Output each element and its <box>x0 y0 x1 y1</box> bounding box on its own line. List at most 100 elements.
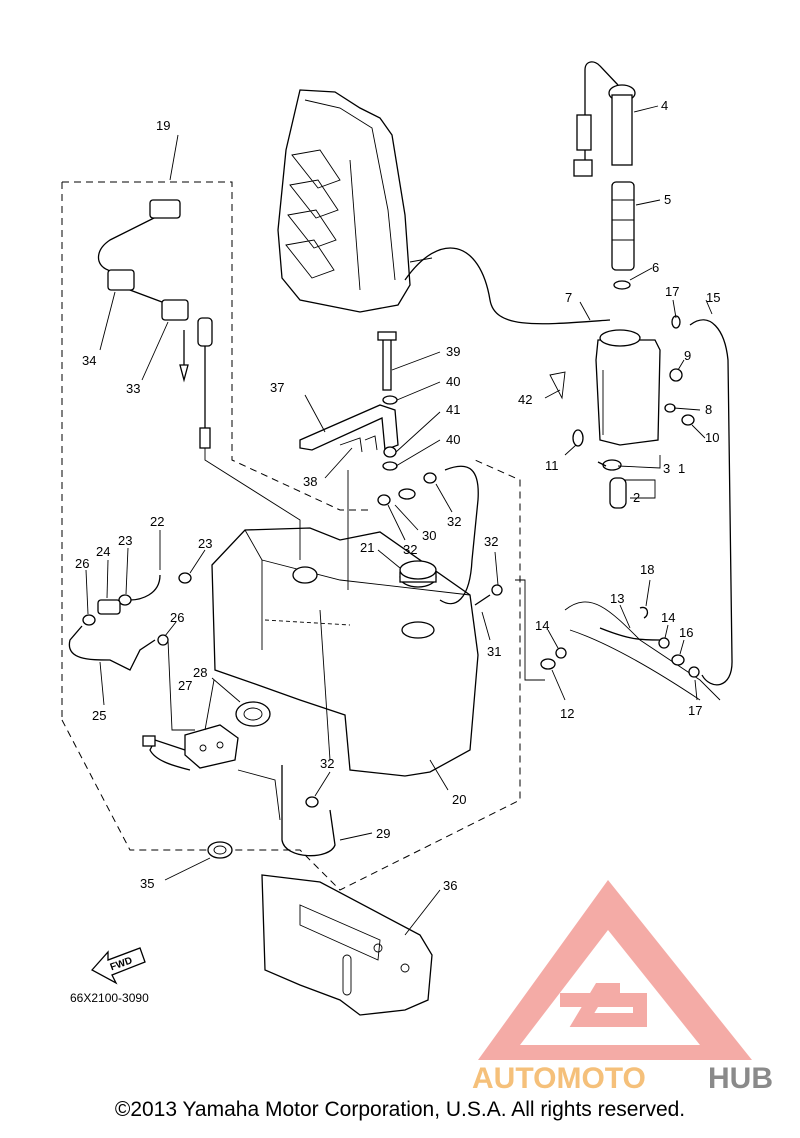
leader-5 <box>635 199 661 206</box>
joint-16 <box>671 654 685 666</box>
bolt-39-head <box>377 331 397 341</box>
clamp-23b <box>178 572 192 584</box>
oil-pump-lead <box>149 739 191 771</box>
bracket-assembly <box>299 331 399 590</box>
leader-23a <box>125 547 129 595</box>
leader-13 <box>619 604 631 629</box>
washer-40b <box>382 461 398 471</box>
callout-32c: 32 <box>484 534 498 549</box>
clip-9 <box>669 368 683 382</box>
leader-lines <box>85 105 713 936</box>
oil-pump-27 <box>184 724 239 769</box>
bracket-36-hole-2 <box>400 963 410 973</box>
leader-25 <box>99 661 105 706</box>
sub-tank-filler-neck <box>599 329 641 347</box>
joint-24 <box>97 599 121 615</box>
assembly-outlines <box>61 181 521 891</box>
callout-8: 8 <box>705 402 712 417</box>
oil-pump-group <box>142 701 281 821</box>
oil-tank-cap-top <box>399 560 437 580</box>
clamp-14b <box>658 637 670 649</box>
clamp-17b <box>688 666 700 678</box>
callout-1: 1 <box>678 461 685 476</box>
clamp-32d <box>305 796 319 808</box>
leader-12-route <box>515 579 545 681</box>
oil-tank-filler-neck <box>401 621 435 639</box>
callout-24: 24 <box>96 544 110 559</box>
bracket-36-slot <box>342 954 352 996</box>
callout-23a: 23 <box>118 533 132 548</box>
bracket-37 <box>299 404 399 451</box>
leader-12 <box>551 669 566 701</box>
leader-30 <box>394 504 419 531</box>
level-switch-bottom <box>199 427 211 449</box>
fwd-arrow-icon <box>90 947 146 985</box>
clamp-35 <box>207 841 233 859</box>
callout-17a: 17 <box>665 284 679 299</box>
leader-19 <box>169 134 179 181</box>
sensor-float <box>179 364 189 383</box>
bolt-39 <box>382 337 392 391</box>
leader-39 <box>391 351 441 371</box>
leader-26a <box>85 569 89 615</box>
bolt-10 <box>681 414 695 426</box>
callout-27: 27 <box>178 678 192 693</box>
sub-tank-body <box>595 339 661 446</box>
grommet-2 <box>609 477 627 509</box>
dipstick-wire <box>584 61 619 175</box>
grommet-41 <box>383 446 397 458</box>
callout-39: 39 <box>446 344 460 359</box>
callout-6: 6 <box>652 260 659 275</box>
washer-40a <box>382 395 398 405</box>
gasket-42 <box>549 371 566 400</box>
leader-18 <box>645 579 651 607</box>
oil-pump-bolt-2 <box>216 741 224 749</box>
fwd-marker: FWD <box>90 947 146 985</box>
leader-42 <box>544 389 561 399</box>
callout-14b: 14 <box>661 610 675 625</box>
sub-oil-tank <box>549 315 695 509</box>
leader-29 <box>339 832 373 841</box>
engine-cover-edge <box>349 159 361 291</box>
fitting-11 <box>572 429 584 447</box>
hose-29 <box>281 765 336 857</box>
leader-32c <box>494 551 499 586</box>
oil-level-sensor-group <box>97 199 301 560</box>
callout-13: 13 <box>610 591 624 606</box>
callout-41: 41 <box>446 402 460 417</box>
callout-9: 9 <box>684 348 691 363</box>
callout-40a: 40 <box>446 374 460 389</box>
callout-37: 37 <box>270 380 284 395</box>
group-19-outline <box>62 181 370 511</box>
callout-32b: 32 <box>447 514 461 529</box>
leader-14b <box>664 624 669 639</box>
callout-labels: 4 5 6 7 17 15 9 8 10 42 11 3 1 2 19 34 3… <box>75 98 720 893</box>
callout-30: 30 <box>422 528 436 543</box>
leader-41 <box>395 411 441 453</box>
connector-33 <box>161 299 189 321</box>
callout-18: 18 <box>640 562 654 577</box>
leader-16 <box>679 639 685 655</box>
engine-cover-slot-3 <box>287 209 337 249</box>
leader-40a <box>396 381 441 401</box>
bracket-36-hole-1 <box>373 943 383 953</box>
washer-3 <box>602 459 622 471</box>
filler-cap-body <box>611 94 633 166</box>
filter-28-inner <box>243 707 263 721</box>
engine-cover-rib <box>304 99 396 281</box>
callout-22: 22 <box>150 514 164 529</box>
tank-bracket-36 <box>261 874 433 1016</box>
callout-21: 21 <box>360 540 374 555</box>
engine-cover-nipple <box>409 257 433 263</box>
leader-14a <box>547 629 559 649</box>
copyright-notice: ©2013 Yamaha Motor Corporation, U.S.A. A… <box>114 1098 686 1121</box>
callout-28: 28 <box>193 665 207 680</box>
leader-31 <box>481 611 491 641</box>
callout-26a: 26 <box>75 556 89 571</box>
callout-35: 35 <box>140 876 154 891</box>
leader-11 <box>564 444 577 456</box>
engine-cover <box>277 89 433 313</box>
leader-33 <box>141 321 169 381</box>
callout-2: 2 <box>633 490 640 505</box>
leader-6 <box>629 267 653 281</box>
